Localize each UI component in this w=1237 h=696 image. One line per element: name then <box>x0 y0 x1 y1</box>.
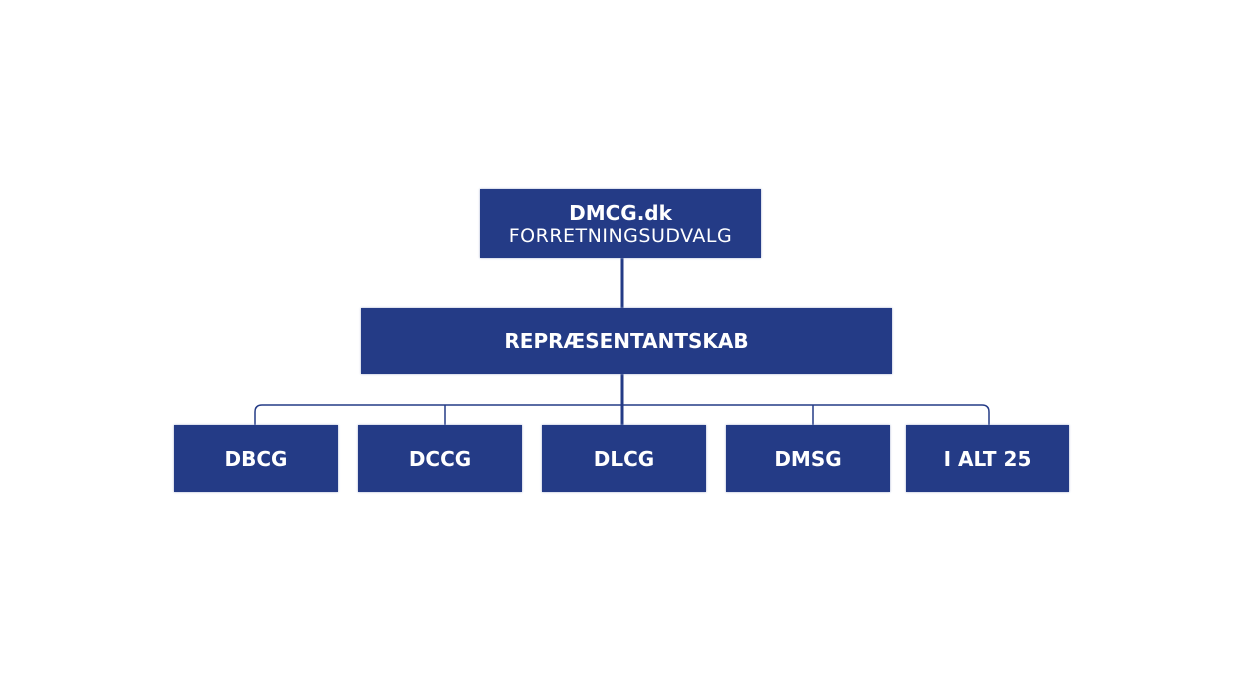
group-label: DCCG <box>408 446 472 471</box>
group-box-dccg: DCCG <box>358 425 522 492</box>
forretningsudvalg-box: DMCG.dk FORRETNINGSUDVALG <box>480 189 761 258</box>
group-box-total: I ALT 25 <box>906 425 1069 492</box>
group-box-dlcg: DLCG <box>542 425 706 492</box>
group-box-dmsg: DMSG <box>726 425 890 492</box>
group-box-dbcg: DBCG <box>174 425 338 492</box>
group-label: DLCG <box>593 446 655 471</box>
group-label: I ALT 25 <box>943 446 1032 471</box>
group-label: DBCG <box>224 446 288 471</box>
middle-label: REPRÆSENTANTSKAB <box>504 329 749 353</box>
repraesentantskab-box: REPRÆSENTANTSKAB <box>361 308 892 374</box>
top-subtitle: FORRETNINGSUDVALG <box>508 224 733 247</box>
group-label: DMSG <box>774 446 842 471</box>
top-title: DMCG.dk <box>569 200 672 225</box>
